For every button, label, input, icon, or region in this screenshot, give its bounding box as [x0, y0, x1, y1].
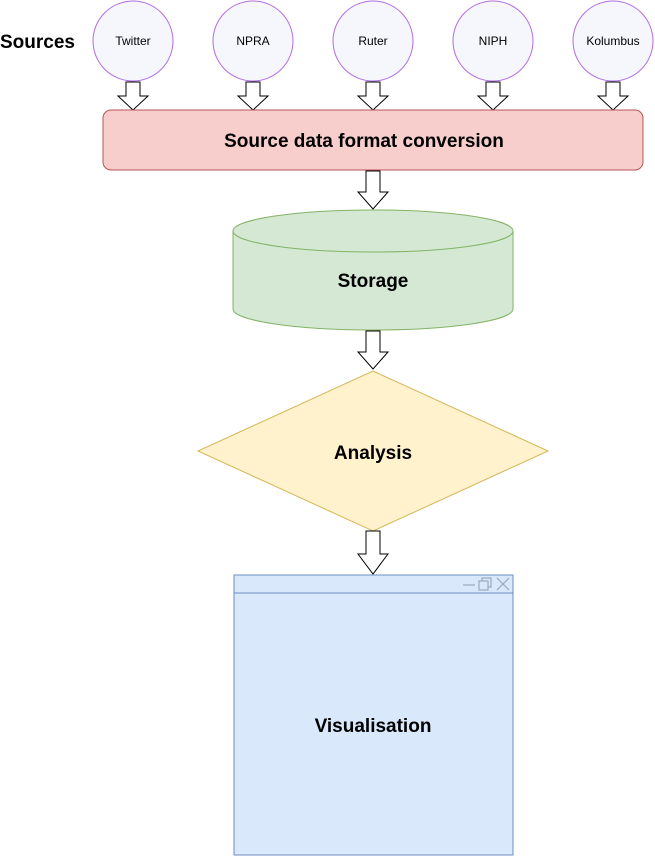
source-circle	[332, 0, 414, 82]
source-circle	[212, 0, 294, 82]
source-label: Ruter	[358, 34, 387, 48]
analysis-node: Analysis	[196, 370, 550, 532]
source-label: NIPH	[479, 34, 508, 48]
storage-node: Storage	[232, 209, 514, 331]
visualisation-label: Visualisation	[315, 716, 432, 737]
source-label: Kolumbus	[586, 34, 639, 48]
source-label: NPRA	[236, 34, 269, 48]
visualisation-node: Visualisation	[233, 574, 514, 856]
source-node-kolumbus: Kolumbus	[572, 0, 654, 82]
conversion-node: Source data format conversion	[102, 109, 644, 171]
conversion-label: Source data format conversion	[224, 131, 504, 152]
flow-arrow	[356, 330, 390, 370]
close-icon	[496, 577, 510, 591]
flow-arrow	[596, 81, 630, 111]
source-node-twitter: Twitter	[92, 0, 174, 82]
source-label: Twitter	[115, 34, 150, 48]
flow-arrow	[356, 170, 390, 210]
source-circle	[572, 0, 654, 82]
flow-arrow	[356, 81, 390, 111]
flow-arrow	[357, 530, 389, 575]
source-node-niph: NIPH	[452, 0, 534, 82]
storage-label: Storage	[338, 271, 409, 292]
storage-cylinder-body	[232, 231, 514, 331]
visualisation-window	[233, 574, 514, 856]
storage-cylinder-top	[232, 209, 514, 253]
restore-icon	[478, 577, 492, 591]
flow-arrow	[116, 81, 150, 111]
source-node-npra: NPRA	[212, 0, 294, 82]
source-circle	[452, 0, 534, 82]
flow-arrow	[236, 81, 270, 111]
sources-heading: Sources	[0, 32, 75, 53]
source-circle	[92, 0, 174, 82]
analysis-label: Analysis	[334, 443, 412, 464]
source-node-ruter: Ruter	[332, 0, 414, 82]
conversion-box	[102, 109, 644, 171]
flow-arrow	[476, 81, 510, 111]
